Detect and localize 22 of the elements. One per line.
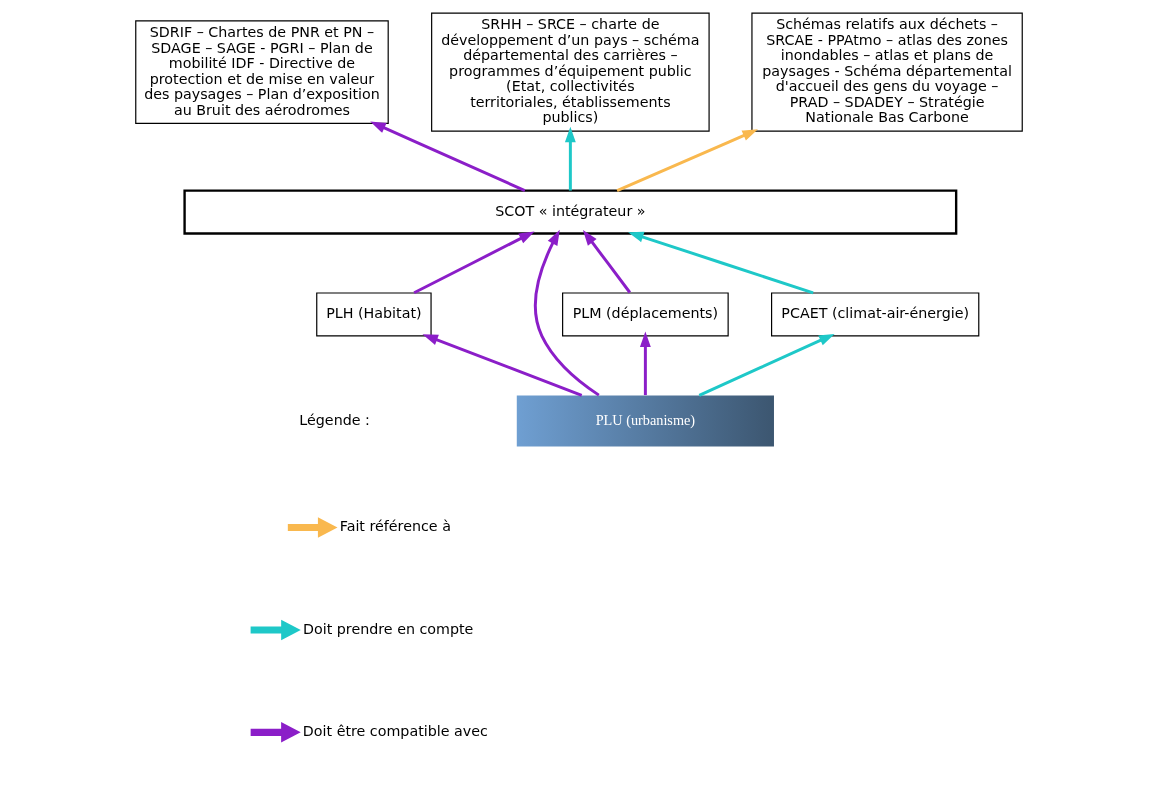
legend-label: Doit être compatible avec (302, 723, 488, 740)
arrow (564, 126, 576, 191)
node-box: PLH (Habitat) (316, 292, 432, 337)
legend-label: Doit prendre en compte (302, 620, 474, 637)
arrow (370, 121, 526, 192)
arrow (616, 129, 758, 192)
node-box: SRHH – SRCE – charte de développement d’un pays – schéma départemental des carrières – programmes d’équipement public (Etat, collectivités territoriales, établissements publics) (431, 12, 710, 132)
arrow (422, 334, 583, 397)
arrow (628, 231, 814, 295)
arrow (639, 331, 651, 396)
arrow (534, 229, 600, 397)
legend-label: Fait référence à (339, 518, 451, 535)
node-box: PCAET (climat-air-énergie) (771, 292, 980, 337)
node-box: SCOT « intégrateur » (183, 189, 958, 235)
node-box: Schémas relatifs aux déchets – SRCAE - PPAtmo – atlas des zones inondables – atlas et plans de paysages - Schéma départemental d'accueil des gens du voyage – PRAD – SDADEY – Stratégie Nationale Bas Carbone (751, 12, 1023, 132)
node-box: PLU (urbanisme) (516, 395, 774, 447)
arrow (582, 229, 632, 294)
node-box: PLM (déplacements) (562, 292, 729, 337)
node-box: SDRIF – Chartes de PNR et PN – SDAGE – SAGE - PGRI – Plan de mobilité IDF - Directive de protection et de mise en valeur des paysages – Plan d’exposition au Bruit des aérodromes (135, 20, 389, 124)
label: Légende : (299, 411, 370, 428)
arrow (698, 334, 835, 397)
arrow (413, 231, 535, 295)
